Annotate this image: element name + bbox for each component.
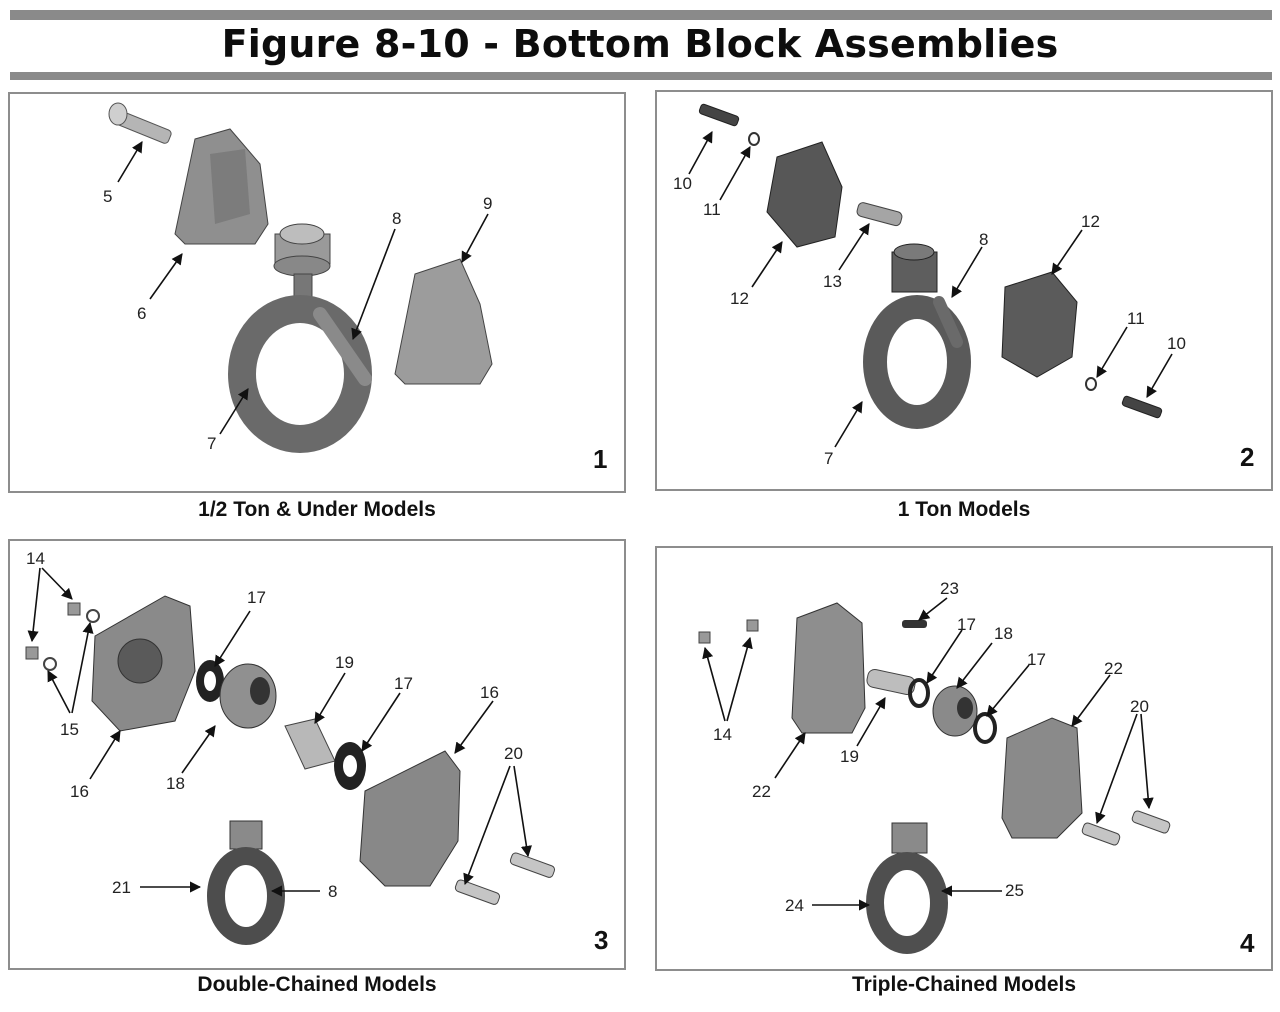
callout-label: 20	[504, 744, 523, 763]
callout-label: 19	[335, 653, 354, 672]
callout-label: 5	[103, 187, 112, 206]
callout-label: 20	[1130, 697, 1149, 716]
hook-part-21	[207, 820, 285, 945]
callout-label: 8	[328, 882, 337, 901]
callout-label: 24	[785, 896, 804, 915]
callout-label: 18	[166, 774, 185, 793]
panel-4-drawing: 23 17 18 17 22 14 20 19 22 24 25	[698, 579, 1171, 954]
callout-label: 12	[730, 289, 749, 308]
panel-2: 10 11 12 13 8 12 11 10 7 2	[655, 90, 1273, 491]
callout-label: 14	[713, 725, 732, 744]
figure-title: Figure 8-10 - Bottom Block Assemblies	[221, 22, 1059, 66]
callout-label: 16	[480, 683, 499, 702]
callout-label: 13	[823, 272, 842, 291]
panel-number: 4	[1240, 928, 1255, 958]
panel-1: 5 6 8 9 7 1	[8, 92, 626, 493]
callout-label: 11	[1127, 309, 1145, 328]
plate-part-22	[791, 602, 866, 734]
panel-4: 23 17 18 17 22 14 20 19 22 24 25 4	[655, 546, 1273, 971]
callout-label: 21	[112, 878, 131, 897]
callout-label: 25	[1005, 881, 1024, 900]
housing-part-12	[766, 141, 843, 248]
callout-label: 15	[60, 720, 79, 739]
callout-label: 7	[824, 449, 833, 468]
panel-2-caption: 1 Ton Models	[897, 498, 1031, 521]
panel-number: 1	[593, 444, 608, 474]
callout-label: 22	[752, 782, 771, 801]
panel-number: 2	[1240, 442, 1255, 472]
bolt-part-10	[698, 103, 740, 127]
callout-label: 11	[703, 200, 721, 219]
callout-label: 18	[994, 624, 1013, 643]
callout-label: 17	[1027, 650, 1046, 669]
callout-label: 14	[26, 549, 45, 568]
panel-4-caption: Triple-Chained Models	[851, 973, 1077, 996]
callout-label: 10	[1167, 334, 1186, 353]
hook-part-24	[866, 822, 948, 954]
callout-label: 8	[392, 209, 401, 228]
hook-part-7	[863, 243, 971, 429]
callout-label: 7	[207, 434, 216, 453]
panel-2-drawing: 10 11 12 13 8 12 11 10 7	[673, 103, 1186, 468]
pin-part-19	[866, 669, 916, 695]
top-rule	[10, 10, 1272, 20]
panel-3-caption: Double-Chained Models	[197, 973, 437, 996]
callout-label: 9	[483, 194, 492, 213]
callout-label: 16	[70, 782, 89, 801]
hook-part-7	[228, 223, 372, 453]
panel-number: 3	[594, 925, 609, 955]
title-underline	[10, 72, 1272, 80]
callout-label: 8	[979, 230, 988, 249]
pin-part-13	[856, 202, 903, 227]
cover-part-9	[394, 258, 493, 385]
callout-label: 12	[1081, 212, 1100, 231]
panel-3: 14 17 15 19 17 16 16 18 20 21 8 3	[8, 539, 626, 970]
bolt-part-5	[108, 102, 172, 144]
panel-3-drawing: 14 17 15 19 17 16 16 18 20 21 8	[25, 549, 556, 945]
callout-label: 17	[394, 674, 413, 693]
callout-label: 23	[940, 579, 959, 598]
panel-1-caption: 1/2 Ton & Under Models	[198, 498, 436, 521]
pin-part-19	[284, 718, 336, 770]
callout-label: 22	[1104, 659, 1123, 678]
callout-label: 10	[673, 174, 692, 193]
callout-label: 17	[957, 615, 976, 634]
panel-1-drawing: 5 6 8 9 7	[103, 102, 493, 453]
callout-label: 19	[840, 747, 859, 766]
callout-label: 6	[137, 304, 146, 323]
callout-label: 17	[247, 588, 266, 607]
